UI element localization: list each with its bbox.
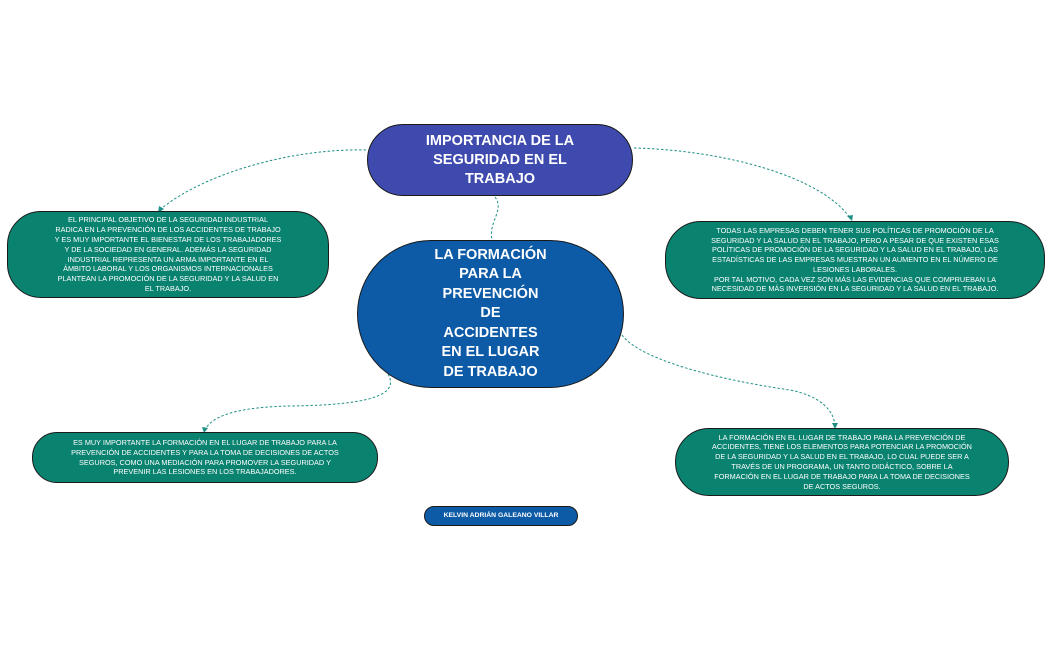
- connector-topic-to-objetivo: [161, 149, 367, 209]
- main-topic-node[interactable]: IMPORTANCIA DE LA SEGURIDAD EN EL TRABAJ…: [367, 124, 633, 196]
- subtopic-text-politicas: TODAS LAS EMPRESAS DEBEN TENER SUS POLÍT…: [711, 225, 999, 294]
- central-node-title: LA FORMACIÓN PARA LA PREVENCIÓN DE ACCID…: [434, 246, 547, 380]
- arrowhead-politicas: [847, 215, 853, 221]
- arrowhead-formacion-elementos: [832, 423, 838, 429]
- connector-central-to-formacion-importante: [204, 373, 391, 431]
- main-topic-title: IMPORTANCIA DE LA SEGURIDAD EN EL TRABAJ…: [425, 132, 575, 187]
- connector-topic-to-politicas: [633, 147, 851, 219]
- author-name: KELVIN ADRIÁN GALEANO VILLAR: [443, 512, 559, 519]
- subtopic-text-formacion-elementos: LA FORMACIÓN EN EL LUGAR DE TRABAJO PARA…: [712, 432, 972, 491]
- subtopic-text-objetivo: EL PRINCIPAL OBJETIVO DE LA SEGURIDAD IN…: [54, 215, 282, 293]
- subtopic-node-formacion-importante[interactable]: ES MUY IMPORTANTE LA FORMACIÓN EN EL LUG…: [32, 432, 378, 483]
- subtopic-node-politicas[interactable]: TODAS LAS EMPRESAS DEBEN TENER SUS POLÍT…: [665, 221, 1045, 299]
- connector-central-to-formacion-elementos: [621, 334, 836, 427]
- author-node[interactable]: KELVIN ADRIÁN GALEANO VILLAR: [424, 506, 578, 526]
- central-node[interactable]: LA FORMACIÓN PARA LA PREVENCIÓN DE ACCID…: [357, 240, 624, 388]
- connector-topic-to-central: [490, 196, 499, 241]
- subtopic-node-formacion-elementos[interactable]: LA FORMACIÓN EN EL LUGAR DE TRABAJO PARA…: [675, 428, 1009, 496]
- subtopic-node-objetivo[interactable]: EL PRINCIPAL OBJETIVO DE LA SEGURIDAD IN…: [7, 211, 329, 298]
- arrowhead-formacion-importante: [202, 427, 208, 433]
- subtopic-text-formacion-importante: ES MUY IMPORTANTE LA FORMACIÓN EN EL LUG…: [71, 437, 339, 477]
